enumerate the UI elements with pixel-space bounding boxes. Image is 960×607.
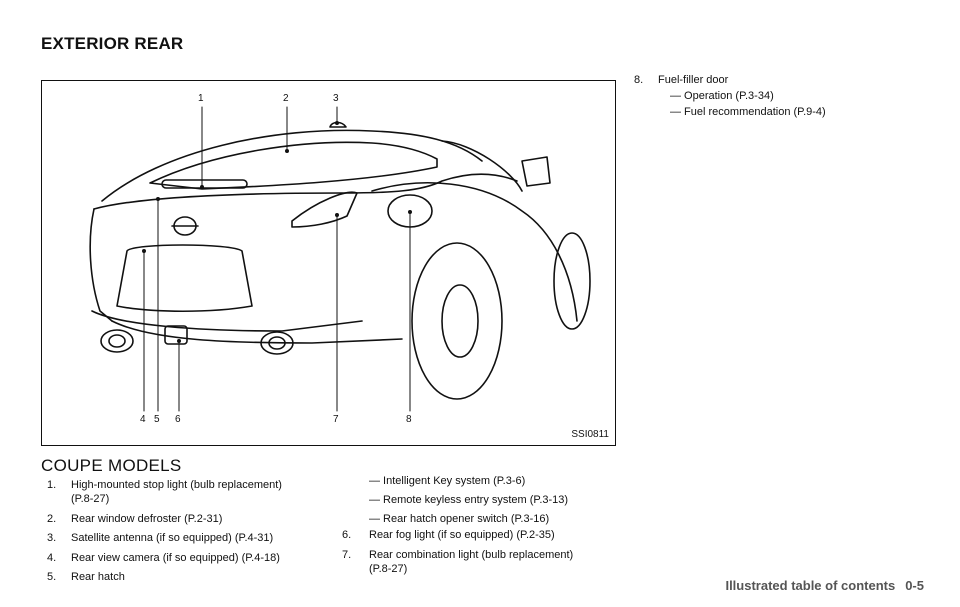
list-item: 2. Rear window defroster (P.2-31): [47, 512, 223, 525]
figure-code: SSI0811: [571, 429, 609, 440]
section-title: COUPE MODELS: [41, 456, 182, 475]
section-heading: EXTERIOR REAR: [41, 34, 184, 53]
rear-wheel: [411, 242, 503, 400]
page-footer: Illustrated table of contents 0-5: [725, 578, 924, 593]
fog-light: [164, 325, 188, 345]
callout-4: 4: [140, 414, 146, 425]
list-item: 1. High-mounted stop light (bulb replace…: [47, 479, 282, 505]
rear-fender: [371, 182, 578, 322]
bumper: [91, 310, 363, 332]
front-wheel: [553, 232, 591, 330]
car-drawing: [89, 106, 591, 412]
list-item: 6. Rear fog light (if so equipped) (P.2-…: [342, 529, 555, 541]
combination-light: [291, 191, 358, 228]
list-item: 7. Rear combination light (bulb replacem…: [342, 548, 574, 575]
footer-label: Illustrated table of contents: [725, 578, 896, 593]
callout-5: 5: [154, 414, 160, 425]
car-rear-illustration: 1 2 3 4 5 6 7 8 SSI0811: [41, 80, 616, 446]
exhaust-left: [100, 329, 134, 353]
side-window: [441, 140, 523, 192]
page-number: 0-5: [905, 578, 924, 593]
stop-light: [161, 179, 248, 189]
parts-list-col1: 1. High-mounted stop light (bulb replace…: [47, 478, 327, 590]
body-upper: [93, 173, 518, 210]
leader-lines: [143, 106, 411, 412]
body-left: [89, 208, 113, 322]
callout-2: 2: [283, 93, 289, 104]
body-lower: [111, 320, 403, 344]
parts-list-col2: — Intelligent Key system (P.3-6) — Remot…: [342, 474, 625, 581]
callout-3: 3: [333, 93, 339, 104]
list-item: 5. Rear hatch: [47, 571, 125, 583]
exhaust-right: [260, 331, 294, 355]
list-item-subs: — Intelligent Key system (P.3-6) — Remot…: [369, 475, 569, 525]
parts-list-col3: 8. Fuel-filler door — Operation (P.3-34)…: [634, 73, 914, 125]
list-item: 3. Satellite antenna (if so equipped) (P…: [47, 532, 274, 544]
callout-1: 1: [198, 93, 204, 104]
callout-7: 7: [333, 414, 339, 425]
rear-glass: [149, 141, 438, 190]
plate-recess: [116, 244, 253, 313]
mirror: [521, 156, 551, 187]
callout-8: 8: [406, 414, 412, 425]
callout-6: 6: [175, 414, 181, 425]
rear-window-outline: [101, 129, 483, 202]
list-item: 8. Fuel-filler door — Operation (P.3-34)…: [634, 74, 826, 118]
list-item: 4. Rear view camera (if so equipped) (P.…: [47, 551, 280, 564]
